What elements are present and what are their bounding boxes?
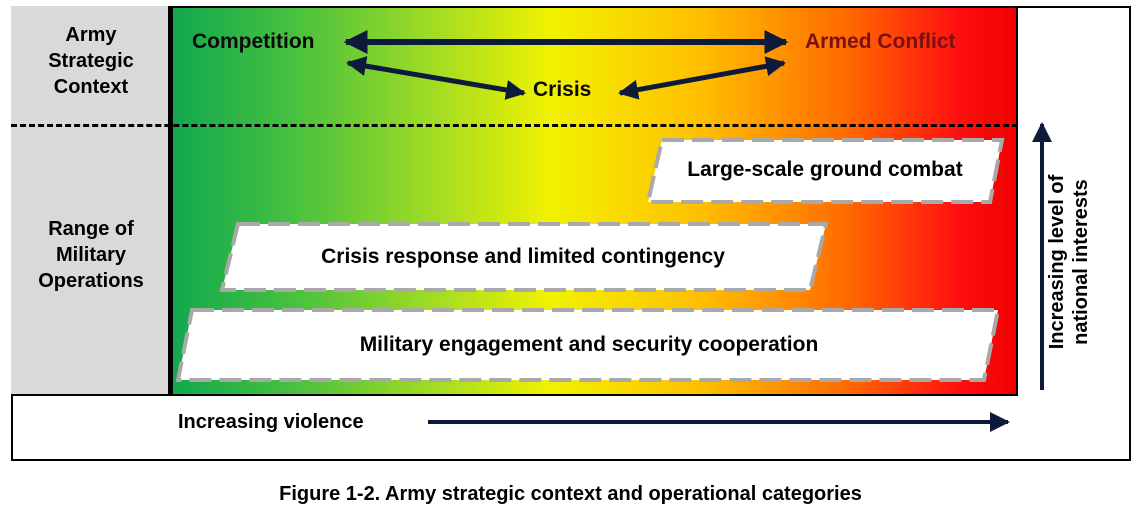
military-operations-label-line: Military [55,244,127,266]
armed-conflict-label: Armed Conflict [805,30,956,53]
national-interests-label-line: national interests [1070,179,1092,345]
large-scale-combat-box [645,138,1005,204]
crisis-response-label: Crisis response and limited contingency [321,245,725,268]
increasing-violence-label: Increasing violence [178,411,364,433]
figure-caption: Figure 1-2. Army strategic context and o… [279,483,862,505]
competition-label: Competition [192,30,315,53]
strategic-context-label: Army Strategic Context [11,22,171,100]
crisis-response-box [219,222,829,292]
military-operations-label-line: Range of [48,218,134,240]
strategic-context-label-line: Context [53,76,129,98]
left-label-column [11,6,171,395]
crisis-conflict-arrow [618,56,786,100]
competition-crisis-arrow [346,56,526,100]
national-interests-label: Increasing level of national interests [1045,132,1105,392]
military-operations-label-line: Operations [38,270,144,292]
military-engagement-box [175,308,1001,382]
context-divider-dashed-line [11,124,1018,127]
military-engagement-label: Military engagement and security coopera… [359,333,819,356]
strategic-context-label-line: Army [65,24,117,46]
strategic-context-label-line: Strategic [48,50,134,72]
large-scale-combat-label: Large-scale ground combat [687,158,963,181]
military-operations-label: Range of Military Operations [11,216,171,294]
crisis-label: Crisis [533,78,592,101]
national-interests-label-line: Increasing level of [1046,174,1068,350]
